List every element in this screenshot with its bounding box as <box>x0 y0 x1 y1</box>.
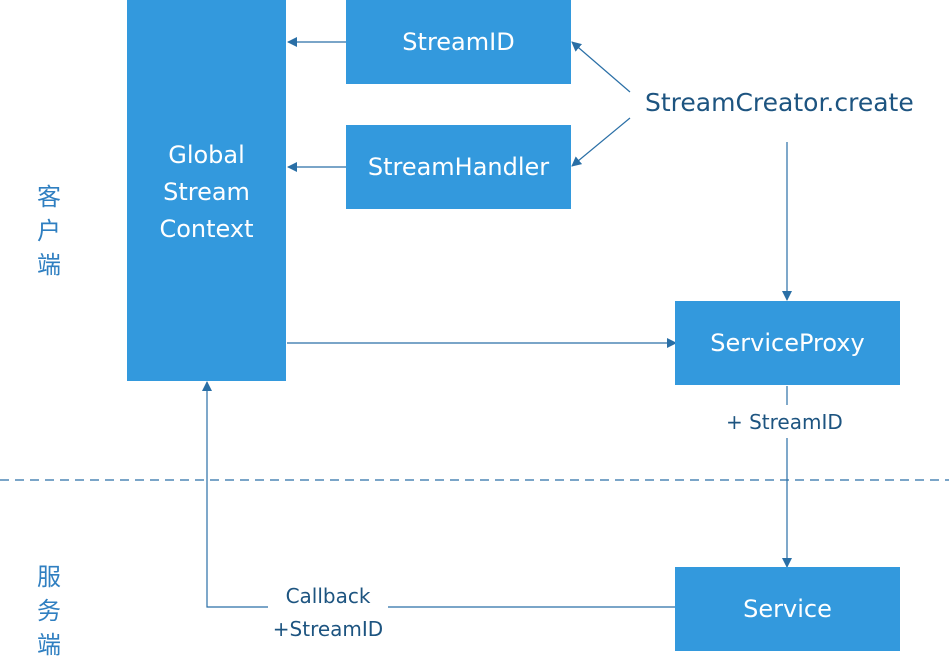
client-region-char: 户 <box>37 217 61 245</box>
global-stream-context-box[interactable]: Global Stream Context <box>127 0 286 381</box>
server-region-char: 务 <box>37 597 61 625</box>
client-region-char: 客 <box>37 183 61 211</box>
proxy-to-service-label: + StreamID <box>726 410 843 434</box>
stream-id-label: StreamID <box>402 28 515 56</box>
server-region-label: 服 务 端 <box>34 560 64 660</box>
stream-handler-box[interactable]: StreamHandler <box>346 125 571 209</box>
client-region-char: 端 <box>37 251 61 279</box>
stream-id-box[interactable]: StreamID <box>346 0 571 84</box>
global-stream-context-label: Global Stream Context <box>159 141 254 243</box>
callback-label-line1: Callback <box>285 584 371 608</box>
stream-creator-create-label: StreamCreator.create <box>645 88 914 117</box>
service-label: Service <box>743 595 832 623</box>
server-region-char: 服 <box>37 563 61 591</box>
arrow-creator-to-streamhandler <box>571 117 631 167</box>
arrow-callback-to-context <box>202 381 268 608</box>
service-proxy-box[interactable]: ServiceProxy <box>675 301 900 385</box>
arrow-creator-to-streamid <box>571 41 631 93</box>
callback-label: Callback +StreamID <box>268 580 388 646</box>
stream-handler-label: StreamHandler <box>367 153 550 181</box>
callback-label-line2: +StreamID <box>272 617 384 641</box>
server-region-char: 端 <box>37 631 61 659</box>
client-region-label: 客 户 端 <box>34 180 64 282</box>
service-proxy-label: ServiceProxy <box>710 329 865 357</box>
service-box[interactable]: Service <box>675 567 900 651</box>
